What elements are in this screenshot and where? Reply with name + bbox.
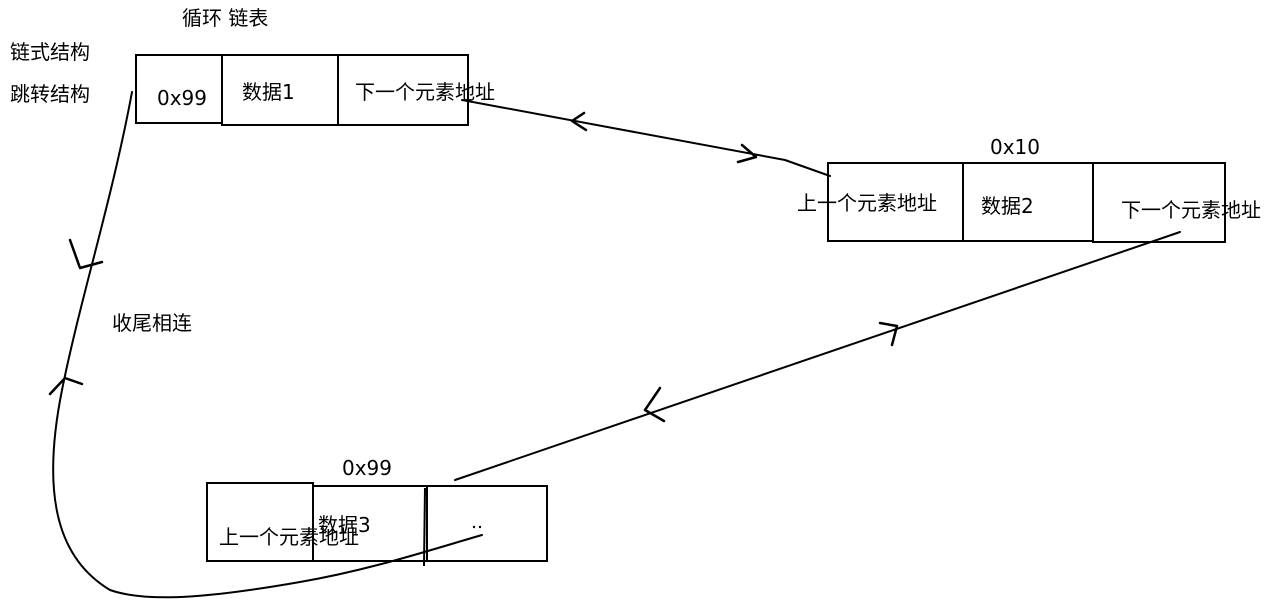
node-1-field-2-label: 数据1 — [242, 80, 295, 104]
diagram-title: 循环 链表 — [182, 6, 269, 30]
side-note-chain: 链式结构 — [10, 40, 90, 64]
node-2-address: 0x10 — [990, 135, 1041, 159]
node-3-field-2-label: 数据3 — [318, 513, 371, 537]
node-2 — [827, 162, 1226, 243]
loop-link-node3-node1 — [52, 91, 483, 599]
node-2-field-2-label: 数据2 — [981, 194, 1034, 218]
node-3-field-1-box — [206, 482, 314, 562]
arrowhead-up-right — [878, 321, 899, 347]
scribble-dot — [472, 525, 476, 529]
node-3-field-1-label: 上一个元素地址 — [219, 525, 359, 549]
arrowheads — [48, 111, 899, 423]
arrowhead-to-node2 — [736, 143, 758, 164]
node-1-field-3-box — [337, 54, 469, 126]
arrowhead-loop-down — [68, 238, 104, 270]
node-3-divider-stroke — [423, 487, 426, 567]
node-2-field-3-label: 下一个元素地址 — [1121, 198, 1261, 222]
side-note-jump: 跳转结构 — [10, 82, 90, 106]
connectors — [52, 91, 1181, 599]
arrowhead-down-left — [643, 386, 666, 423]
node-1-field-3-label: 下一个元素地址 — [355, 80, 495, 104]
arrowhead-to-node1 — [570, 111, 588, 132]
node-2-field-1-label: 上一个元素地址 — [797, 191, 937, 215]
link-node1-node2 — [461, 99, 831, 177]
link-node2-node3 — [454, 231, 1181, 481]
arrowhead-loop-up — [48, 376, 84, 396]
loop-note: 收尾相连 — [112, 311, 192, 335]
node-3-address: 0x99 — [342, 456, 393, 480]
scribble-dot — [478, 525, 482, 529]
scribble-marks — [472, 525, 482, 529]
node-3-field-3-box — [426, 485, 548, 562]
node-2-field-3-box — [1092, 162, 1226, 243]
node-1-field-1-label: 0x99 — [157, 86, 208, 110]
node-1 — [135, 54, 469, 126]
